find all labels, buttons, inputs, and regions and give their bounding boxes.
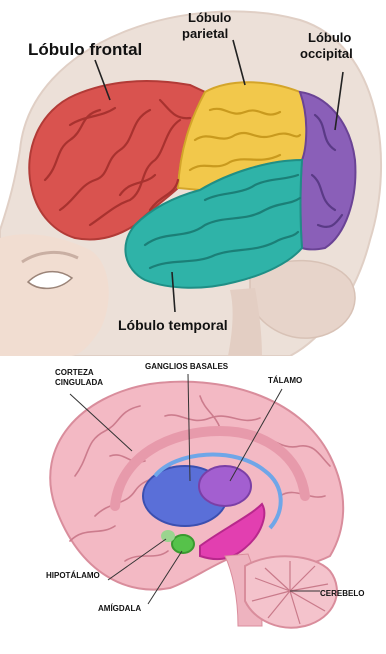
label-amigdala: AMÍGDALA: [98, 604, 141, 613]
label-frontal: Lóbulo frontal: [28, 40, 142, 59]
label-parietal-2: parietal: [182, 26, 228, 41]
label-ganglios: GANGLIOS BASALES: [145, 362, 229, 371]
label-cerebelo: CEREBELO: [320, 589, 364, 598]
label-hipotalamo: HIPOTÁLAMO: [46, 571, 100, 580]
thalamus: [199, 466, 251, 506]
label-temporal: Lóbulo temporal: [118, 317, 228, 333]
lobes-illustration: Lóbulo frontal Lóbulo parietal Lóbulo oc…: [0, 0, 386, 356]
label-occipital-1: Lóbulo: [308, 30, 351, 45]
label-parietal-1: Lóbulo: [188, 10, 231, 25]
limbic-diagram: CORTEZA CINGULADA GANGLIOS BASALES TÁLAM…: [0, 356, 386, 654]
label-occipital-2: occipital: [300, 46, 353, 61]
limbic-illustration: CORTEZA CINGULADA GANGLIOS BASALES TÁLAM…: [0, 356, 386, 654]
label-corteza-1: CORTEZA: [55, 368, 94, 377]
hypothalamus: [161, 530, 175, 542]
label-corteza-2: CINGULADA: [55, 378, 103, 387]
amygdala: [172, 535, 194, 553]
label-talamo: TÁLAMO: [268, 376, 302, 385]
lobes-diagram: Lóbulo frontal Lóbulo parietal Lóbulo oc…: [0, 0, 386, 356]
